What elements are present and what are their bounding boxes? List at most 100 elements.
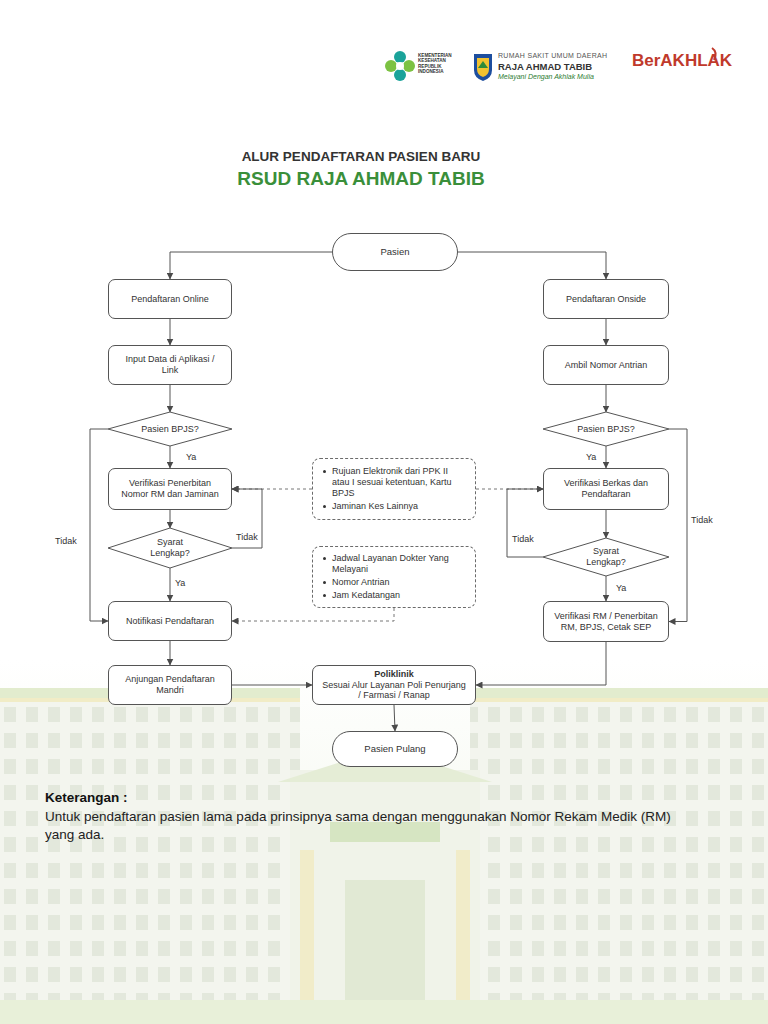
connector	[170, 385, 171, 412]
building-sign	[330, 822, 440, 842]
logo-petal	[385, 60, 397, 72]
node-text: Notifikasi Pendaftaran	[126, 616, 214, 627]
node-text: Pendaftaran Online	[131, 294, 209, 305]
connector	[170, 319, 171, 345]
building-center	[290, 770, 480, 1024]
connector	[170, 252, 332, 279]
connector	[170, 510, 171, 528]
building-wing	[0, 700, 300, 1024]
diamond-shape	[108, 528, 232, 568]
connector	[606, 446, 607, 468]
building-entrance	[345, 880, 425, 1000]
ground-strip	[0, 1000, 768, 1024]
roof-stripe	[470, 698, 768, 702]
ground-glow	[0, 660, 768, 1024]
bullet-item: Nomor Antrian	[321, 577, 467, 588]
node-text: Verifikasi Berkas dan Pendaftaran	[552, 478, 660, 500]
bullet-dot	[323, 581, 326, 584]
connector	[606, 576, 607, 601]
process-box: Verifikasi Berkas dan Pendaftaran	[543, 468, 669, 510]
bullet-dot	[323, 505, 326, 508]
edge-label: Tidak	[691, 515, 713, 525]
node-text: Pasien BPJS?	[141, 424, 199, 435]
edge-label: Ya	[586, 452, 596, 462]
process-box: PoliklinikSesuai Alur Layanan Poli Penur…	[312, 665, 476, 705]
text-label: Melayani Dengan Akhlak Mulia	[498, 73, 618, 80]
edge-label: Tidak	[236, 532, 258, 542]
node-text: Nomor Antrian	[332, 577, 390, 588]
connector	[232, 608, 394, 621]
process-box: Ambil Nomor Antrian	[543, 345, 669, 385]
building-windows	[470, 700, 768, 1024]
node-text: Jadwal Layanan Dokter Yang Melayani	[332, 553, 467, 575]
process-box: Anjungan Pendaftaran Mandri	[108, 665, 232, 705]
connector	[669, 429, 687, 622]
bullet-dot	[323, 470, 326, 473]
building-column	[300, 850, 314, 1000]
text-label: Keterangan :	[45, 790, 245, 805]
connector	[394, 705, 395, 731]
connector	[458, 252, 606, 279]
terminal-box: Pasien	[332, 233, 458, 271]
bullet-item: Jam Kedatangan	[321, 590, 467, 601]
edge-label: Tidak	[55, 536, 77, 546]
connector	[606, 385, 607, 412]
edge-label: Ya	[616, 583, 626, 593]
crest-shield	[474, 54, 492, 81]
bullet-item: Rujuan Elektronik dari PPK II atau I ses…	[321, 466, 467, 498]
process-box: Input Data di Aplikasi / Link	[108, 345, 232, 385]
connector	[507, 489, 543, 557]
node-text: Poliklinik	[374, 669, 414, 680]
note-box: Jadwal Layanan Dokter Yang MelayaniNomor…	[312, 546, 476, 608]
text-label: RAJA AHMAD TABIB	[498, 61, 618, 72]
edge-label: Tidak	[512, 534, 534, 544]
connector	[170, 446, 171, 468]
building-column	[456, 850, 470, 1000]
building-wing	[470, 700, 768, 1024]
node-text: Ambil Nomor Antrian	[565, 360, 648, 371]
node-text: Verifikasi RM / Penerbitan RM, BPJS, Cet…	[552, 611, 660, 633]
node-text: Jaminan Kes Lainnya	[332, 501, 418, 512]
process-box: Notifikasi Pendaftaran	[108, 601, 232, 641]
connector	[170, 641, 171, 665]
connector	[606, 319, 607, 345]
roof-stripe	[470, 688, 768, 698]
node-text: Input Data di Aplikasi / Link	[117, 354, 223, 376]
logo-petal	[394, 69, 406, 81]
connector	[606, 510, 607, 538]
node-text: Pendaftaran Onside	[566, 294, 646, 305]
diamond-shape	[543, 538, 669, 576]
bullet-item: Jaminan Kes Lainnya	[321, 501, 467, 512]
edge-label: Ya	[175, 578, 185, 588]
node-text: Pasien	[380, 246, 409, 257]
node-text: Syarat Lengkap?	[575, 546, 637, 568]
bullet-dot	[323, 557, 326, 560]
node-text: Anjungan Pendaftaran Mandri	[117, 674, 223, 696]
connector	[232, 489, 262, 548]
process-box: Pendaftaran Onside	[543, 279, 669, 319]
text-label: Untuk pendaftaran pasien lama pada prins…	[45, 808, 695, 844]
logo-center	[396, 62, 404, 70]
connector	[232, 685, 312, 686]
connector	[476, 642, 606, 685]
process-box: Verifikasi Penerbitan Nomor RM dan Jamin…	[108, 468, 232, 510]
text-label: RSUD RAJA AHMAD TABIB	[211, 168, 511, 190]
crest-inner	[477, 58, 489, 77]
terminal-box: Pasien Pulang	[332, 731, 458, 767]
node-text: Pasien BPJS?	[577, 424, 635, 435]
decision-diamond: Syarat Lengkap?	[543, 538, 669, 576]
node-text: Verifikasi Penerbitan Nomor RM dan Jamin…	[117, 478, 223, 500]
bullet-dot	[323, 594, 326, 597]
building-windows	[0, 700, 300, 1024]
diamond-shape	[108, 412, 232, 446]
node-text: Jam Kedatangan	[332, 590, 400, 601]
connector	[170, 568, 171, 601]
logo-petal	[394, 51, 406, 63]
process-box: Pendaftaran Online	[108, 279, 232, 319]
node-text: Rujuan Elektronik dari PPK II atau I ses…	[332, 466, 467, 498]
node-text: Sesuai Alur Layanan Poli Penurjang / Far…	[321, 680, 467, 702]
note-box: Rujuan Elektronik dari PPK II atau I ses…	[312, 458, 476, 520]
decision-diamond: Pasien BPJS?	[108, 412, 232, 446]
crest-emblem	[478, 61, 488, 68]
text-label: KEMENTERIAN KESEHATAN REPUBLIK INDONESIA	[418, 53, 462, 75]
